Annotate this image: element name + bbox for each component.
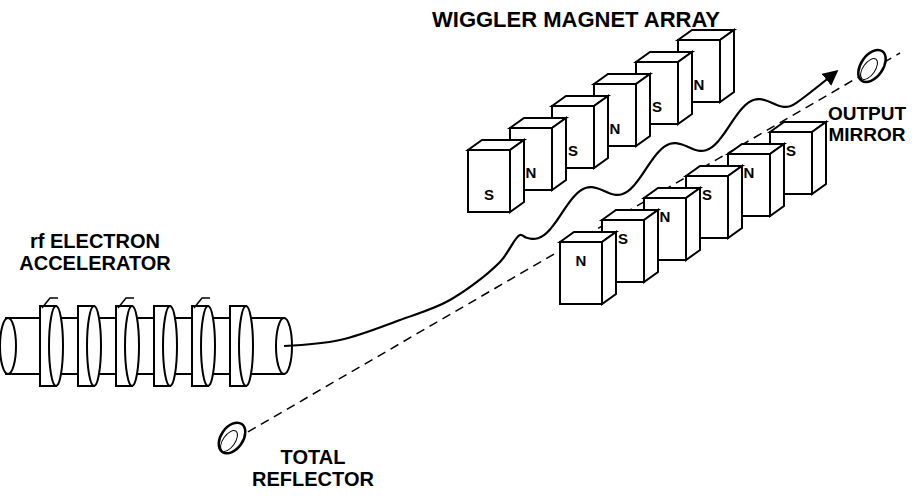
rf-accelerator (0, 298, 292, 386)
wiggler-magnet (560, 232, 616, 304)
magnet-side (720, 30, 734, 102)
magnet-pole: N (610, 121, 621, 136)
cavity-fin (118, 298, 134, 308)
magnet-pole: S (568, 143, 578, 158)
component-label: rf ELECTRON ACCELERATOR (10, 230, 180, 274)
magnet-pole: S (618, 231, 628, 246)
magnet-pole: S (702, 187, 712, 202)
magnet-pole: N (660, 209, 671, 224)
magnet-side (686, 188, 700, 260)
magnet-side (552, 118, 566, 190)
magnet-side (602, 232, 616, 304)
cavity-disc-face (239, 306, 253, 386)
magnet-pole: S (484, 187, 494, 202)
total-reflector-mirror (213, 418, 251, 458)
magnet-side (644, 210, 658, 282)
magnet-side (770, 144, 784, 216)
magnet-pole: N (576, 253, 587, 268)
magnet-pole: S (652, 99, 662, 114)
magnet-pole: N (694, 77, 705, 92)
cavity-disc-face (87, 306, 101, 386)
magnet-side (728, 166, 742, 238)
component-label: OUTPUT MIRROR (822, 104, 912, 146)
rf-cavity-ring (78, 306, 101, 386)
magnet-side (812, 122, 826, 194)
wiggler-magnet (468, 140, 524, 212)
rf-cavity-ring (40, 298, 63, 386)
electron-beam (284, 72, 836, 346)
output-mirror (853, 45, 892, 87)
component-label: TOTAL REFLECTOR (246, 446, 380, 490)
magnet-face (468, 150, 510, 212)
cavity-fin (42, 298, 58, 308)
component-title: WIGGLER MAGNET ARRAY (432, 8, 720, 32)
tube-end (0, 318, 16, 374)
magnet-face (560, 242, 602, 304)
magnet-side (594, 96, 608, 168)
mirror-face (217, 428, 241, 455)
optical-axis (222, 53, 900, 447)
cavity-disc-face (125, 306, 139, 386)
rf-cavity-ring (116, 298, 139, 386)
cavity-disc-face (201, 306, 215, 386)
cavity-disc-face (49, 306, 63, 386)
cavity-disc-face (163, 306, 177, 386)
magnet-pole: S (786, 143, 796, 158)
magnet-side (510, 140, 524, 212)
mirror-face (857, 56, 881, 83)
magnet-pole: N (526, 165, 537, 180)
rf-cavity-ring (230, 306, 253, 386)
cavity-fin (194, 298, 210, 308)
magnet-side (636, 74, 650, 146)
magnet-pole: N (744, 165, 755, 180)
magnet-side (678, 52, 692, 124)
rf-cavity-ring (154, 306, 177, 386)
rf-cavity-ring (192, 298, 215, 386)
